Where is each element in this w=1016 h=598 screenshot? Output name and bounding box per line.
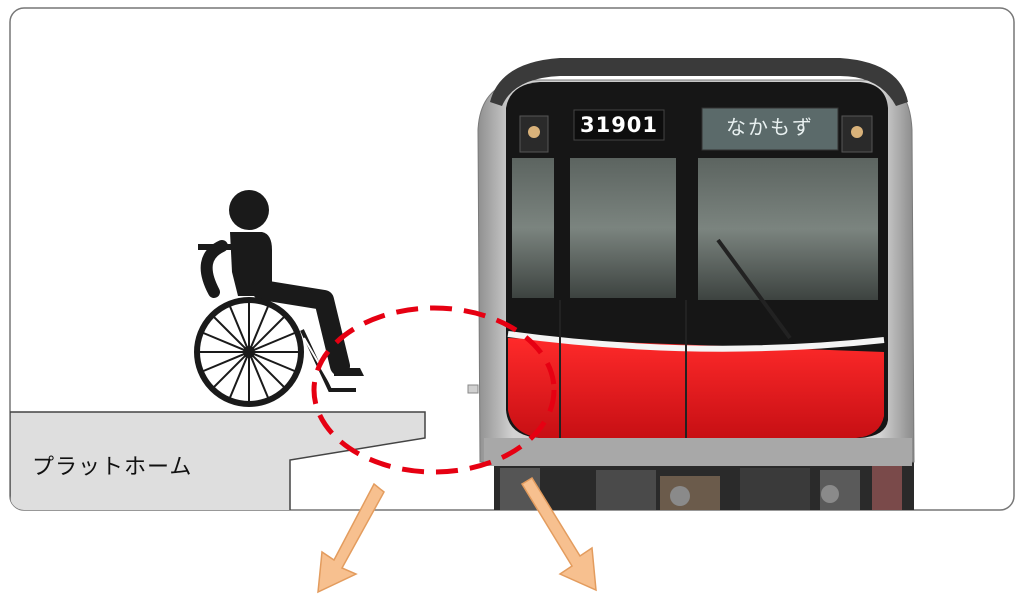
train-destination: なかもず	[704, 112, 836, 144]
train-skirt	[484, 438, 912, 466]
train-undercarriage	[494, 462, 914, 512]
platform-label: プラットホーム	[32, 449, 192, 481]
train-left-window	[512, 158, 554, 298]
train-red-band	[508, 338, 884, 438]
train-number: 31901	[578, 112, 660, 138]
train-door-window	[570, 158, 676, 298]
train-right-window	[698, 158, 878, 300]
